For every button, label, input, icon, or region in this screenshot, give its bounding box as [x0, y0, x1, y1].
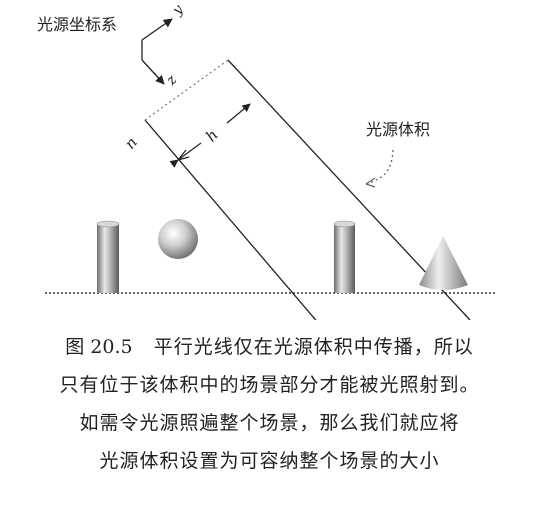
caption-line-1: 图 20.5 平行光线仅在光源体积中传播，所以 — [65, 336, 474, 358]
caption-line-2: 只有位于该体积中的场景部分才能被光照射到。 — [59, 374, 480, 396]
sphere — [158, 219, 198, 259]
volume-near-plane — [144, 59, 229, 121]
volume-pointer-arrow — [365, 149, 394, 185]
cone — [419, 236, 468, 290]
n-label: n — [121, 134, 141, 153]
coord-system-label: 光源坐标系 — [37, 15, 117, 34]
figure-number: 图 20.5 — [65, 336, 133, 358]
figure-caption: 图 20.5 平行光线仅在光源体积中传播，所以 只有位于该体积中的场景部分才能被… — [0, 328, 539, 480]
volume-label: 光源体积 — [366, 120, 430, 139]
light-volume-diagram: h y z n 光源坐标系 光源体积 — [37, 1, 496, 320]
h-label: h — [202, 126, 222, 145]
caption-line-3: 如需令光源照遍整个场景，那么我们就应将 — [79, 412, 460, 434]
cylinder-left — [96, 220, 120, 293]
y-axis-label: y — [169, 1, 188, 19]
volume-left-boundary — [144, 119, 317, 320]
h-dimension: h — [169, 103, 251, 168]
cylinder-right — [333, 220, 356, 293]
caption-line-4: 光源体积设置为可容纳整个场景的大小 — [99, 450, 440, 472]
z-axis-label: z — [163, 72, 181, 89]
